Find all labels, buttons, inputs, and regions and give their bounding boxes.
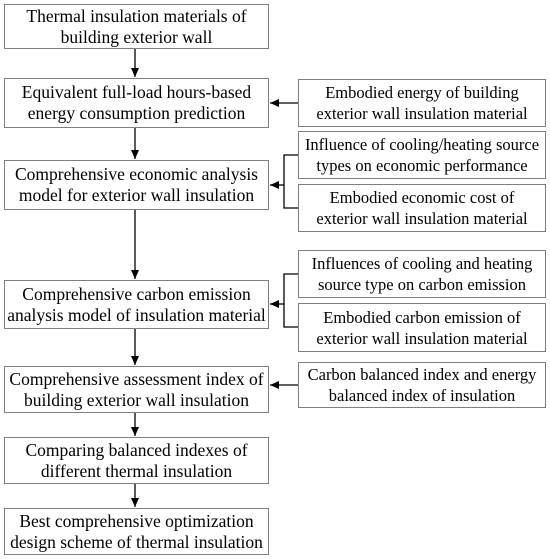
- input-balanced-indexes: Carbon balanced index and energy balance…: [298, 362, 546, 408]
- step-energy-consumption-prediction: Equivalent full-load hours-based energy …: [4, 78, 269, 128]
- input-source-economic-influence: Influence of cooling/heating source type…: [298, 131, 546, 179]
- input-source-carbon-influence: Influences of cooling and heating source…: [298, 250, 546, 298]
- input-embodied-economic-cost: Embodied economic cost of exterior wall …: [298, 184, 546, 232]
- step-economic-analysis-model: Comprehensive economic analysis model fo…: [4, 160, 269, 210]
- step-carbon-emission-model: Comprehensive carbon emission analysis m…: [4, 280, 269, 329]
- bracket-carbon-inputs: [283, 273, 298, 328]
- input-embodied-carbon-emission: Embodied carbon emission of exterior wal…: [298, 303, 546, 352]
- step-thermal-insulation-materials: Thermal insulation materials of building…: [4, 4, 269, 49]
- step-best-design-scheme: Best comprehensive optimization design s…: [4, 508, 269, 555]
- bracket-economic-inputs: [283, 154, 298, 209]
- step-assessment-index: Comprehensive assessment index of buildi…: [4, 366, 269, 413]
- step-comparing-balanced-indexes: Comparing balanced indexes of different …: [4, 437, 269, 484]
- input-embodied-energy: Embodied energy of building exterior wal…: [298, 79, 546, 127]
